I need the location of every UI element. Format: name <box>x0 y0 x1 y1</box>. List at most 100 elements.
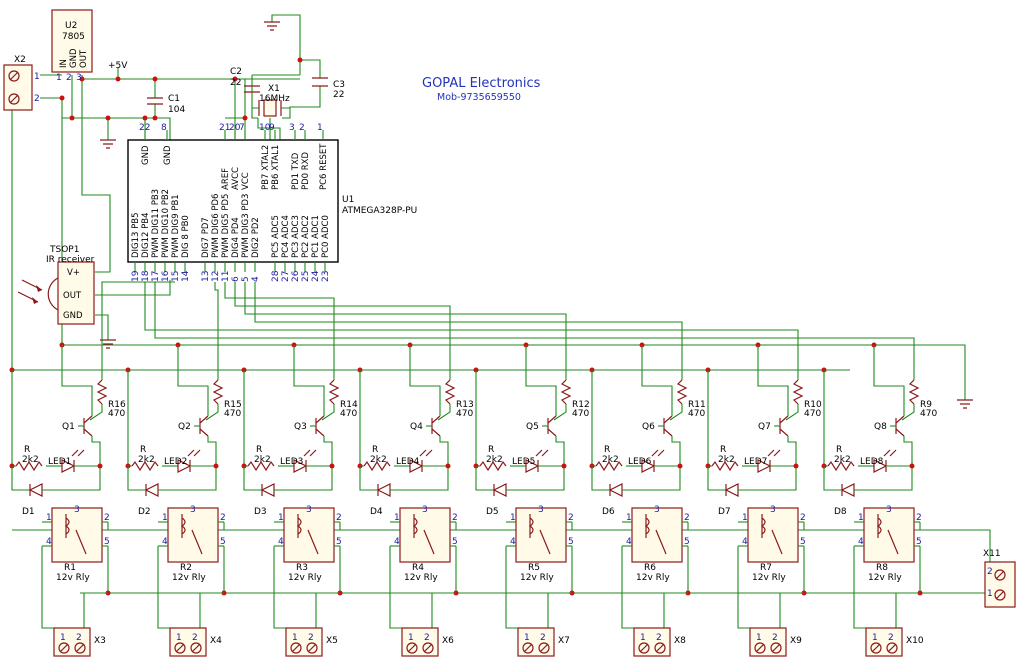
terminal-pin-num: 2 <box>656 633 662 643</box>
transistor-ref: Q1 <box>62 422 75 432</box>
mcu-bottom-pin-name: PC0 ADC0 <box>321 215 331 258</box>
base-resistor-value: 470 <box>920 409 937 419</box>
diode-ref: D4 <box>370 507 383 517</box>
diode-ref: D7 <box>718 507 731 517</box>
ground-symbols <box>100 21 973 409</box>
relay-value: 12v Rly <box>404 573 438 583</box>
relay-pin-num: 1 <box>626 513 632 523</box>
relay-pin-num: 2 <box>684 513 690 523</box>
relay-pin-num: 5 <box>452 537 458 547</box>
mcu-bottom-pin-num: 14 <box>181 270 191 282</box>
c2-value: 22 <box>230 78 241 88</box>
led-resistor-ref: R <box>24 445 30 455</box>
transistor-ref: Q6 <box>642 422 655 432</box>
terminal-ref: X8 <box>674 636 686 646</box>
mcu-top-pin-name: GND <box>141 145 151 165</box>
base-resistor-value: 470 <box>804 409 821 419</box>
relay-pin-num: 4 <box>162 537 168 547</box>
terminal-pin-num: 2 <box>772 633 778 643</box>
relay-ref: R5 <box>528 563 540 573</box>
mcu-bottom-pin-name: PWM DIG5 PD5 <box>221 194 231 258</box>
mcu-bottom-pin-name: DIG13 PB5 <box>131 212 141 258</box>
relay-pin-num: 5 <box>336 537 342 547</box>
mcu-bottom-pin-num: 4 <box>251 276 261 282</box>
mcu-top-pin-num: 8 <box>161 123 167 133</box>
ir-receiver-ref: TSOP1 <box>49 245 79 255</box>
relay-pin-num: 4 <box>394 537 400 547</box>
led-ref: LED7 <box>744 457 767 467</box>
relay-ref: R4 <box>412 563 424 573</box>
led-ref: LED2 <box>164 457 187 467</box>
regulator-pin-in: IN <box>59 59 69 68</box>
terminal-pin-num: 2 <box>540 633 546 643</box>
company-mobile: Mob-9735659550 <box>437 92 521 103</box>
mcu-bottom-pin-name: PC1 ADC1 <box>311 215 321 258</box>
relay-value: 12v Rly <box>636 573 670 583</box>
regulator-value: 7805 <box>62 32 85 42</box>
relay-pin-num: 4 <box>742 537 748 547</box>
mcu-top-pin-name: PD0 RXD <box>301 151 311 190</box>
transistor-ref: Q2 <box>178 422 191 432</box>
mcu-bottom-pin-name: DIG12 PB4 <box>141 212 151 258</box>
mcu-bottom-pin-num: 17 <box>151 271 161 282</box>
relay-pin-num: 3 <box>654 505 660 515</box>
relay-ref: R8 <box>876 563 888 573</box>
base-resistor-ref: R10 <box>804 400 822 410</box>
load-connector-pin-1: 1 <box>987 589 993 599</box>
relay-pin-num: 2 <box>452 513 458 523</box>
supply-label: +5V <box>108 61 128 71</box>
relay-pin-num: 2 <box>800 513 806 523</box>
led-resistor-value: 2k2 <box>138 455 155 465</box>
mcu-top-pin-name: PB6 XTAL1 <box>271 145 281 190</box>
terminal-pin-num: 1 <box>524 633 530 643</box>
mcu-top-pin-name: PB7 XTAL2 <box>261 145 271 190</box>
crystal-x1: X1 16MHz <box>252 84 290 117</box>
mcu-bottom-pin-name: PC3 ADC3 <box>291 215 301 258</box>
power-connector-ref: X2 <box>14 55 26 65</box>
terminal-pin-num: 2 <box>424 633 430 643</box>
junctions <box>59 57 303 121</box>
relay-pin-num: 1 <box>510 513 516 523</box>
terminal-ref: X7 <box>558 636 570 646</box>
regulator-u2: U2 7805 IN GND OUT 1 2 3 <box>51 9 93 83</box>
mcu-bottom-pin-name: DIG7 PD7 <box>201 217 211 258</box>
mcu-top-pin-num: 22 <box>139 123 150 133</box>
mcu-bottom-pin-num: 13 <box>201 271 211 282</box>
mcu-top-pin-num: 1 <box>317 123 323 133</box>
top-wiring <box>11 14 1000 594</box>
ir-pin-vplus: V+ <box>67 268 80 278</box>
relay-ref: R3 <box>296 563 308 573</box>
ir-pin-gnd: GND <box>63 311 83 321</box>
relay-pin-num: 1 <box>858 513 864 523</box>
mcu-bottom-pin-num: 27 <box>281 271 291 282</box>
mcu-bottom-pin-num: 25 <box>301 271 311 282</box>
terminal-pin-num: 2 <box>308 633 314 643</box>
mcu-top-pin-name: VCC <box>241 172 251 190</box>
transistor-ref: Q8 <box>874 422 887 432</box>
terminal-ref: X5 <box>326 636 338 646</box>
mcu-bottom-pin-num: 26 <box>291 270 301 282</box>
relay-pin-num: 3 <box>422 505 428 515</box>
mcu-bottom-pin-num: 19 <box>131 270 141 282</box>
relay-pin-num: 1 <box>394 513 400 523</box>
relay-pin-num: 4 <box>46 537 52 547</box>
led-resistor-value: 2k2 <box>22 455 39 465</box>
led-resistor-value: 2k2 <box>718 455 735 465</box>
relay-pin-num: 5 <box>220 537 226 547</box>
mcu-bottom-pin-num: 23 <box>321 271 331 282</box>
crystal-ref: X1 <box>268 84 280 94</box>
transistor-ref: Q5 <box>526 422 539 432</box>
terminal-ref: X3 <box>94 636 106 646</box>
terminal-pin-num: 1 <box>60 633 66 643</box>
relay-value: 12v Rly <box>172 573 206 583</box>
relay-pin-num: 1 <box>162 513 168 523</box>
mcu-bottom-pin-num: 24 <box>311 270 321 282</box>
relay-pin-num: 3 <box>770 505 776 515</box>
transistor-ref: Q7 <box>758 422 771 432</box>
